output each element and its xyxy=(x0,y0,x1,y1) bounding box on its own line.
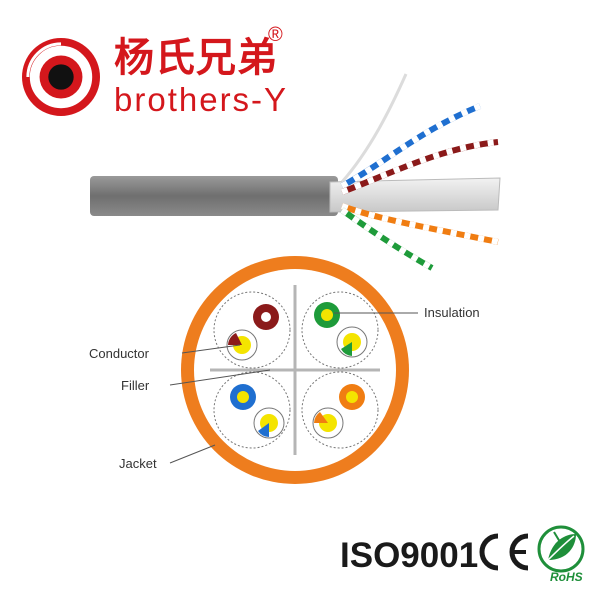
pair-brown xyxy=(213,291,291,369)
pair-orange xyxy=(301,371,379,449)
green-pair xyxy=(340,207,434,271)
brand-logo: 杨氏兄弟 ® brothers-Y xyxy=(18,24,318,118)
cable-separator xyxy=(329,177,501,213)
registered-mark: ® xyxy=(268,24,283,46)
filler-leader xyxy=(169,369,271,386)
brown-pair xyxy=(340,139,499,195)
brand-name-chinese: 杨氏兄弟 xyxy=(114,35,278,81)
iso-certification: ISO9001 xyxy=(340,536,479,575)
brand-name-english: brothers-Y xyxy=(114,81,289,118)
ce-mark-icon xyxy=(479,533,529,571)
jacket-leader xyxy=(169,444,216,464)
certifications: ISO9001 RoHS xyxy=(340,520,590,590)
label-jacket: Jacket xyxy=(119,456,157,471)
pair-blue xyxy=(213,371,291,449)
cable-illustration xyxy=(90,73,501,271)
brand-circle-icon xyxy=(22,38,100,116)
cable-cross-section: Insulation Conductor Filler Jacket xyxy=(89,256,480,484)
rohs-label: RoHS xyxy=(550,570,583,584)
label-conductor: Conductor xyxy=(89,346,150,361)
label-filler: Filler xyxy=(121,378,150,393)
pair-green xyxy=(301,291,379,369)
cable-jacket xyxy=(90,176,338,216)
conductor-leader xyxy=(181,344,241,354)
blue-pair xyxy=(340,103,482,189)
rohs-leaf-icon xyxy=(537,525,585,573)
label-insulation: Insulation xyxy=(424,305,480,320)
white-wire xyxy=(340,73,408,183)
orange-pair xyxy=(340,203,499,245)
